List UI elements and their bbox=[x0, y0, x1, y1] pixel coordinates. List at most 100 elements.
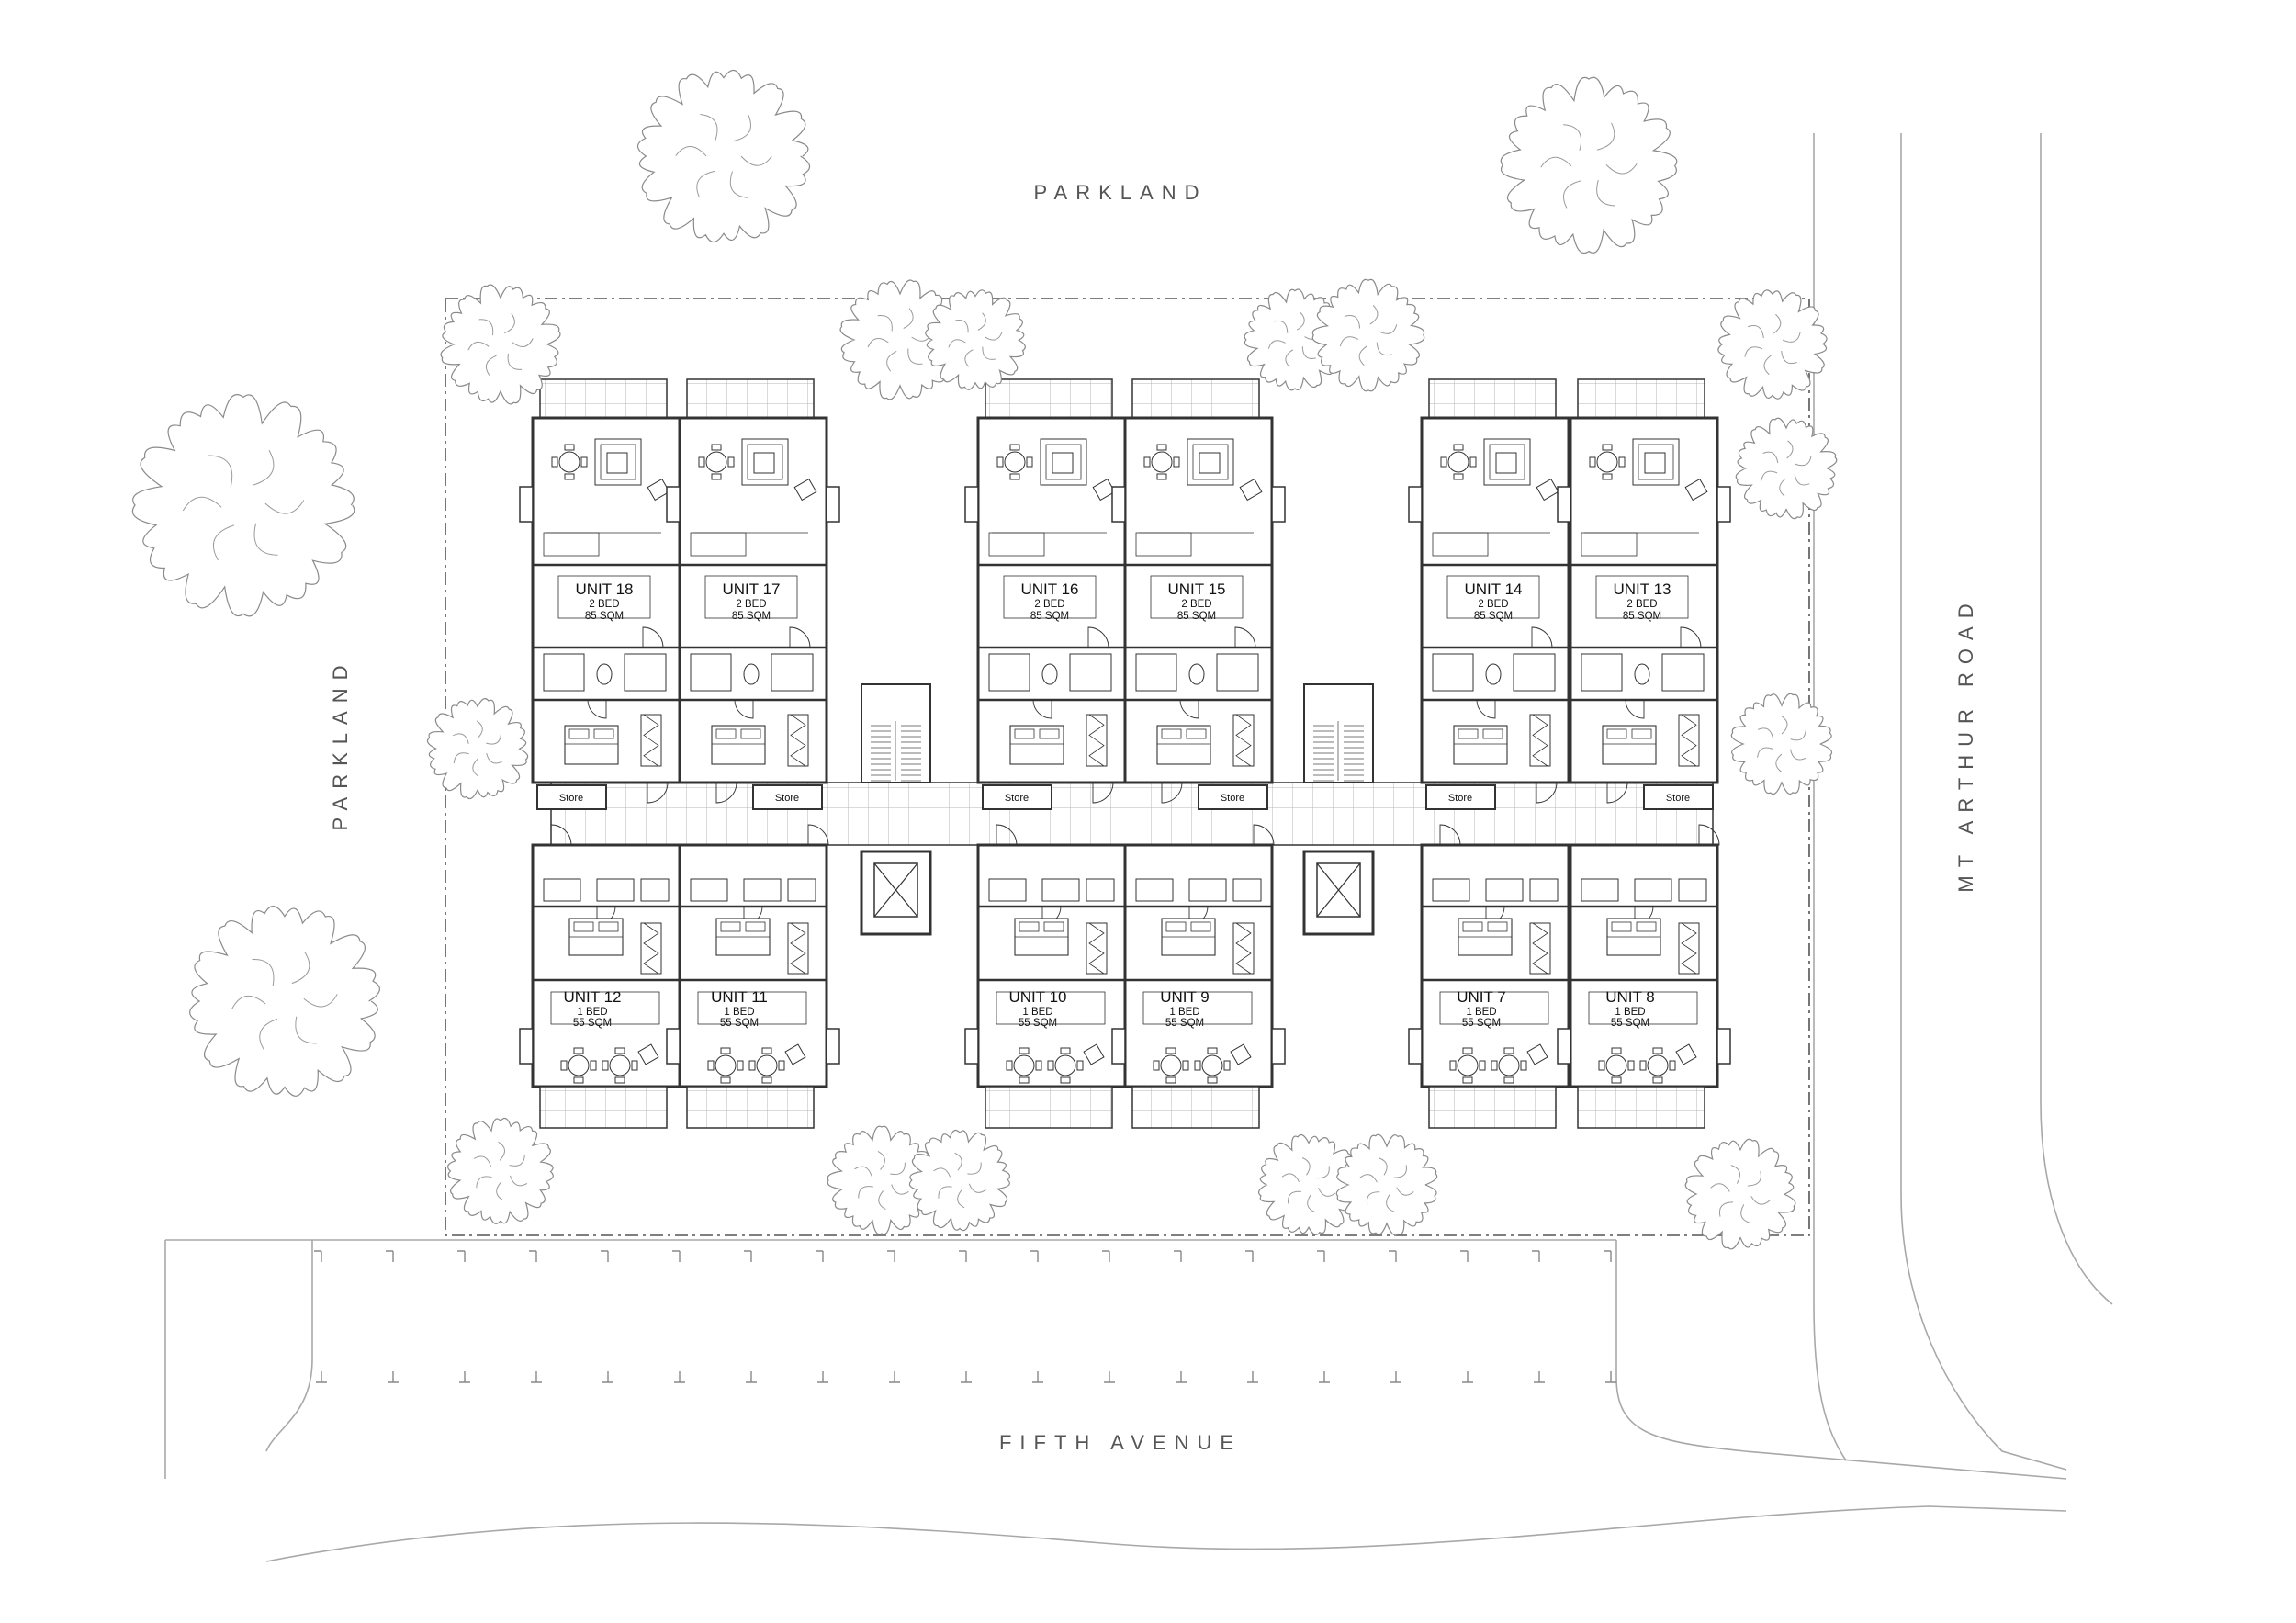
stair-east bbox=[1303, 683, 1374, 783]
parking-tick bbox=[1032, 1371, 1043, 1383]
parking-tick bbox=[1319, 1371, 1330, 1383]
parking-tick bbox=[1532, 1250, 1540, 1262]
parking-tick bbox=[746, 1371, 757, 1383]
unit-name: UNIT 8 bbox=[1605, 988, 1655, 1006]
tree bbox=[1500, 76, 1678, 254]
parking-tick bbox=[674, 1371, 685, 1383]
unit-name: UNIT 16 bbox=[1021, 580, 1079, 598]
label-parkland-left: PARKLAND bbox=[329, 658, 352, 831]
store-room[interactable]: Store bbox=[1425, 784, 1496, 810]
unit-area: 55 SQM bbox=[720, 1018, 759, 1029]
parking-tick bbox=[386, 1250, 394, 1262]
parking-tick bbox=[1247, 1371, 1258, 1383]
tree bbox=[827, 1125, 937, 1235]
parking-tick bbox=[388, 1371, 399, 1383]
road-lines bbox=[164, 133, 2113, 1562]
parking-tick bbox=[531, 1371, 542, 1383]
store-room[interactable]: Store bbox=[1643, 784, 1714, 810]
unit-area: 85 SQM bbox=[585, 611, 624, 622]
parking-tick bbox=[316, 1371, 327, 1383]
unit-beds: 1 BED bbox=[724, 1007, 754, 1018]
tree bbox=[839, 279, 961, 400]
tree bbox=[447, 1117, 554, 1224]
tree bbox=[1257, 1133, 1360, 1235]
store-label: Store bbox=[1221, 793, 1244, 804]
store-label: Store bbox=[775, 793, 799, 804]
lift-east bbox=[1302, 850, 1375, 936]
unit-name: UNIT 11 bbox=[711, 988, 768, 1006]
unit-area: 55 SQM bbox=[1462, 1018, 1501, 1029]
parking-tick bbox=[314, 1250, 322, 1262]
parking-tick bbox=[1604, 1250, 1612, 1262]
store-label: Store bbox=[1666, 793, 1690, 804]
parking-tick bbox=[1030, 1250, 1039, 1262]
unit-name: UNIT 9 bbox=[1160, 988, 1210, 1006]
parking-tick bbox=[1174, 1250, 1182, 1262]
unit-name: UNIT 12 bbox=[564, 988, 622, 1006]
tree bbox=[925, 289, 1026, 390]
tree bbox=[1735, 417, 1838, 520]
unit-beds: 1 BED bbox=[1466, 1007, 1496, 1018]
parking-tick bbox=[817, 1371, 828, 1383]
store-room[interactable]: Store bbox=[752, 784, 823, 810]
parking-tick bbox=[459, 1371, 470, 1383]
unit-name: UNIT 7 bbox=[1457, 988, 1506, 1006]
unit-beds: 2 BED bbox=[1626, 599, 1657, 610]
unit-area: 55 SQM bbox=[1611, 1018, 1649, 1029]
store-room[interactable]: Store bbox=[1198, 784, 1268, 810]
label-parkland-top: PARKLAND bbox=[1034, 181, 1208, 204]
unit-area: 85 SQM bbox=[732, 611, 771, 622]
store-room[interactable]: Store bbox=[536, 784, 607, 810]
parking-tick bbox=[1102, 1250, 1110, 1262]
parking-bay-markers bbox=[314, 1250, 1616, 1383]
tree bbox=[1684, 1138, 1796, 1250]
unit-beds: 2 BED bbox=[736, 599, 766, 610]
lift-west bbox=[860, 850, 932, 936]
unit-beds: 2 BED bbox=[1034, 599, 1064, 610]
tree bbox=[1730, 693, 1833, 795]
parking-tick bbox=[672, 1250, 681, 1262]
unit-beds: 1 BED bbox=[1022, 1007, 1052, 1018]
unit-area: 85 SQM bbox=[1177, 611, 1216, 622]
unit-area: 85 SQM bbox=[1623, 611, 1661, 622]
store-room[interactable]: Store bbox=[982, 784, 1052, 810]
tree bbox=[1311, 278, 1425, 392]
parking-tick bbox=[959, 1250, 967, 1262]
parking-tick bbox=[1245, 1250, 1254, 1262]
store-label: Store bbox=[1448, 793, 1472, 804]
corridor-paving bbox=[550, 782, 1714, 846]
parking-tick bbox=[457, 1250, 466, 1262]
tree bbox=[131, 393, 355, 617]
unit-name: UNIT 18 bbox=[576, 580, 634, 598]
unit-area: 55 SQM bbox=[1019, 1018, 1057, 1029]
unit-name: UNIT 10 bbox=[1009, 988, 1067, 1006]
stair-west bbox=[861, 683, 931, 783]
parking-tick bbox=[744, 1250, 752, 1262]
unit-area: 55 SQM bbox=[573, 1018, 612, 1029]
tree bbox=[1335, 1133, 1438, 1236]
parking-tick bbox=[889, 1371, 900, 1383]
unit-beds: 2 BED bbox=[1478, 599, 1508, 610]
unit-name: UNIT 13 bbox=[1614, 580, 1671, 598]
unit-name: UNIT 14 bbox=[1465, 580, 1523, 598]
tree bbox=[908, 1129, 1010, 1232]
parking-tick bbox=[887, 1250, 895, 1262]
parking-tick bbox=[601, 1250, 609, 1262]
store-label: Store bbox=[1005, 793, 1029, 804]
parking-tick bbox=[1176, 1371, 1187, 1383]
unit-area: 55 SQM bbox=[1165, 1018, 1204, 1029]
label-fifth-avenue: FIFTH AVENUE bbox=[999, 1431, 1242, 1454]
